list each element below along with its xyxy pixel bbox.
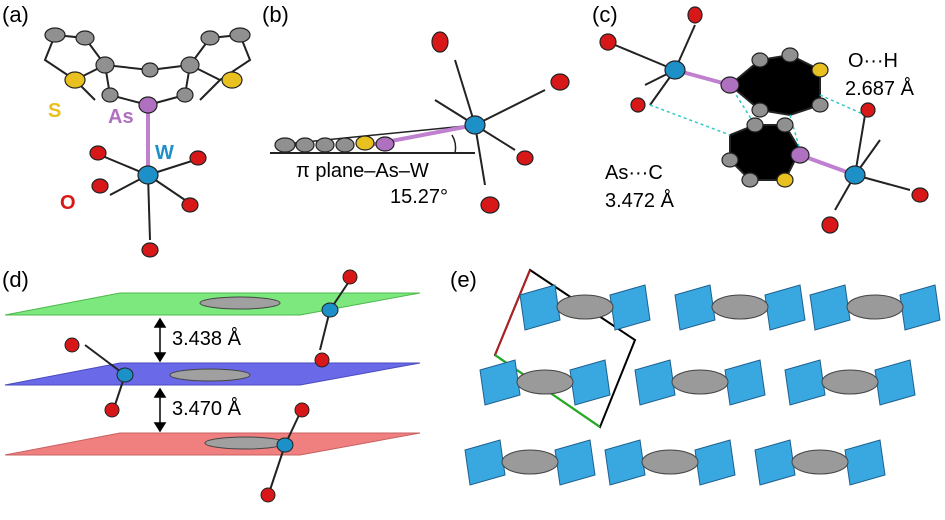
panel-b: (b) π plane–As–W 15.27°	[260, 0, 590, 265]
panel-e: (e)	[440, 265, 945, 520]
atom-label-as: As	[108, 106, 134, 128]
panel-c: (c) O··	[590, 0, 945, 265]
panel-label-d: (d)	[2, 267, 29, 292]
stacking-planes	[4, 269, 421, 503]
atom-label-o: O	[60, 192, 76, 214]
molecule-b	[270, 31, 570, 214]
asc-contact-label: As···C	[605, 162, 663, 184]
oh-contact-label: O···H	[848, 50, 898, 72]
oh-contact-value: 2.687 Å	[845, 78, 914, 100]
packing-units	[464, 284, 941, 486]
stack-distance-2: 3.470 Å	[172, 398, 241, 420]
angle-label: π plane–As–W	[296, 160, 429, 182]
stack-distance-1: 3.438 Å	[172, 328, 241, 350]
panel-label-a: (a)	[2, 2, 29, 27]
asc-contact-value: 3.472 Å	[605, 190, 674, 212]
molecule-a	[43, 27, 252, 258]
atom-label-s: S	[48, 100, 62, 122]
crystal-packing	[464, 268, 941, 486]
panel-d: (d) 3.438 Å 3	[0, 265, 440, 520]
panel-label-c: (c)	[592, 2, 618, 27]
molecule-c	[599, 6, 929, 234]
panel-label-e: (e)	[450, 267, 477, 292]
panel-a: (a)	[0, 0, 260, 265]
angle-value: 15.27°	[390, 186, 449, 208]
panel-label-b: (b)	[262, 2, 289, 27]
atom-label-w: W	[155, 142, 174, 164]
